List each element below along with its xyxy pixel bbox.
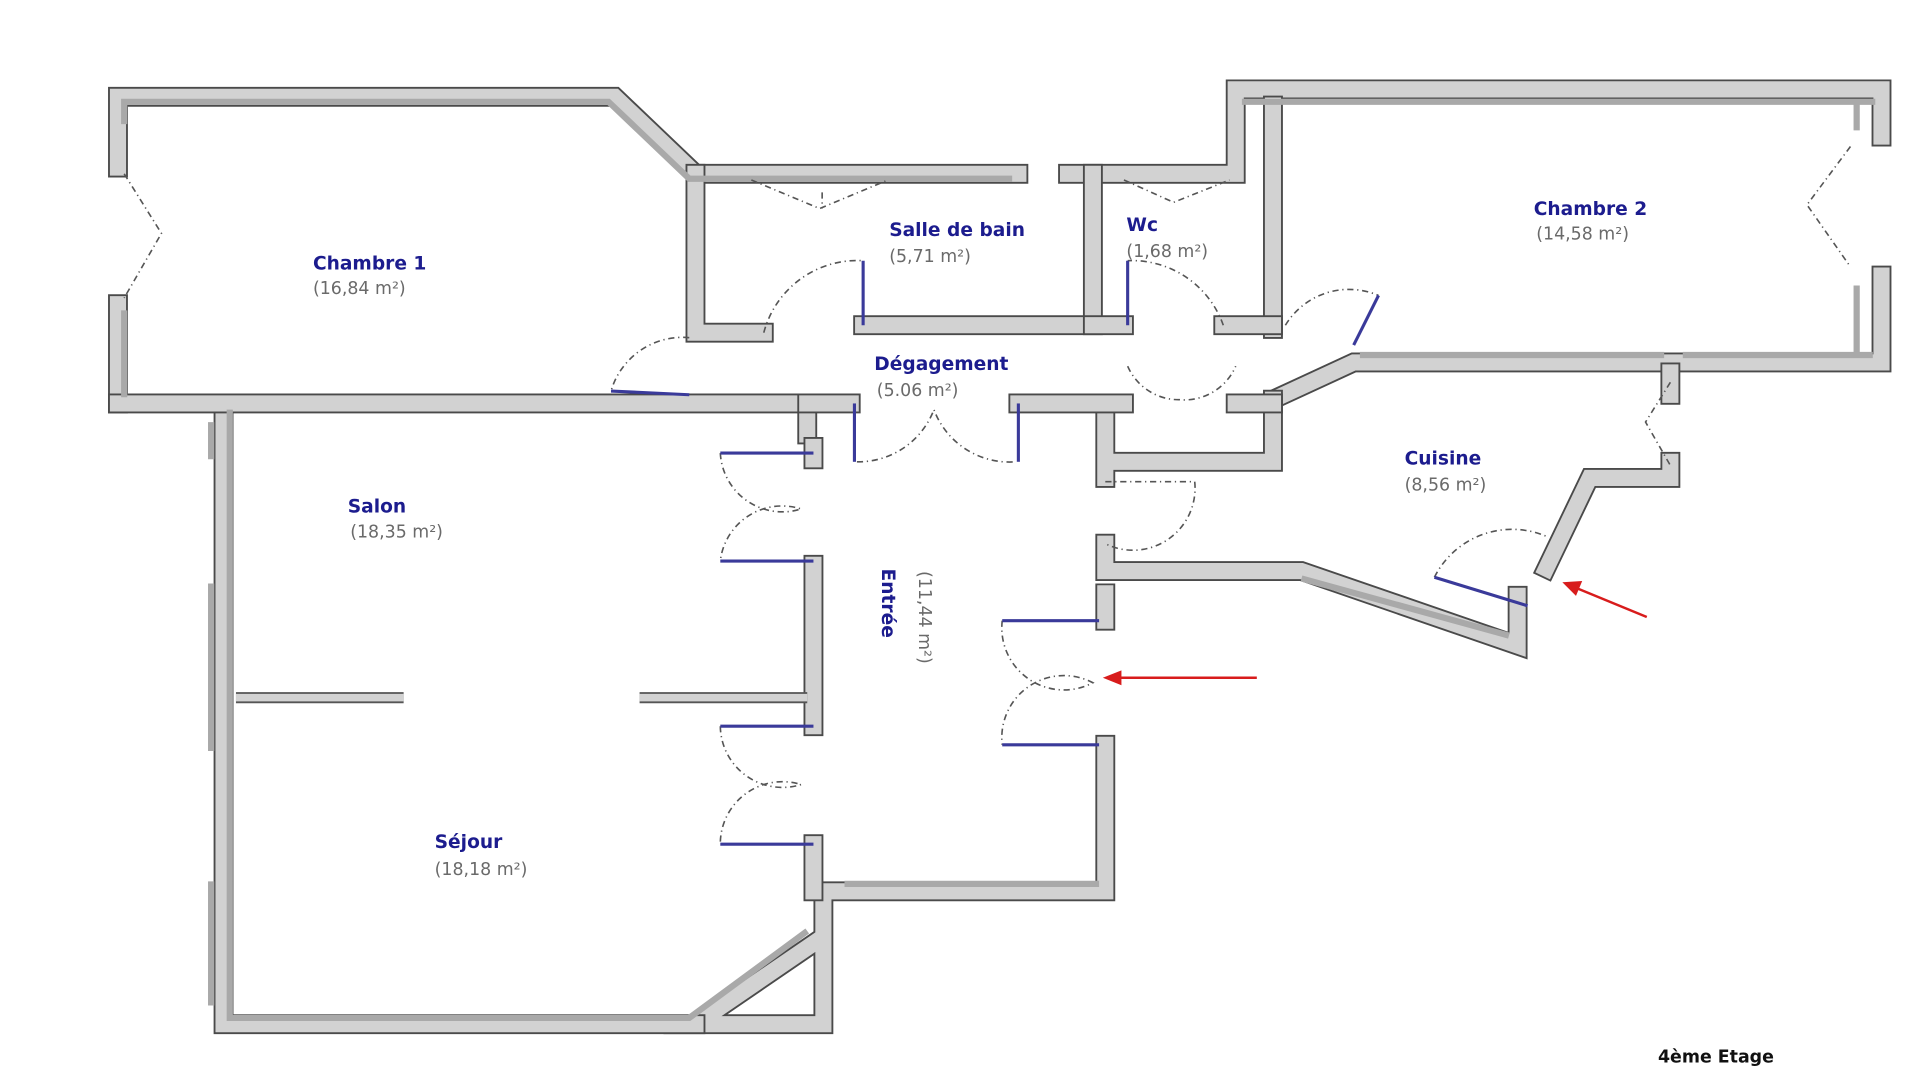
room-area-chambre-1: (16,84 m²)	[313, 279, 406, 299]
room-area-sejour: (18,18 m²)	[435, 860, 528, 880]
room-area-cuisine: (8,56 m²)	[1405, 475, 1487, 495]
room-name-degagement: Dégagement	[874, 354, 1008, 375]
arrow-kitchen-entrance-icon	[1562, 580, 1648, 619]
walls	[108, 79, 1892, 1035]
floor-label: 4ème Etage	[1658, 1048, 1774, 1068]
arrow-main-entrance-icon	[1102, 670, 1257, 686]
room-name-entree: Entrée	[877, 569, 898, 638]
room-name-cuisine: Cuisine	[1405, 448, 1482, 469]
room-name-salon: Salon	[348, 497, 406, 518]
room-name-sejour: Séjour	[435, 832, 503, 853]
entrance-arrows	[1102, 580, 1648, 686]
room-area-chambre-2: (14,58 m²)	[1536, 225, 1629, 245]
room-area-wc: (1,68 m²)	[1126, 242, 1208, 262]
room-name-wc: Wc	[1126, 215, 1158, 236]
room-area-salle-de-bain: (5,71 m²)	[889, 247, 971, 267]
doors	[123, 146, 1852, 846]
room-area-entree: (11,44 m²)	[914, 571, 934, 664]
room-area-degagement: (5.06 m²)	[877, 381, 959, 401]
room-name-chambre-1: Chambre 1	[313, 253, 426, 274]
room-area-salon: (18,35 m²)	[350, 523, 443, 543]
room-name-salle-de-bain: Salle de bain	[889, 220, 1025, 241]
room-labels: Chambre 1 (16,84 m²) Salle de bain (5,71…	[313, 199, 1774, 1068]
room-name-chambre-2: Chambre 2	[1534, 199, 1647, 220]
